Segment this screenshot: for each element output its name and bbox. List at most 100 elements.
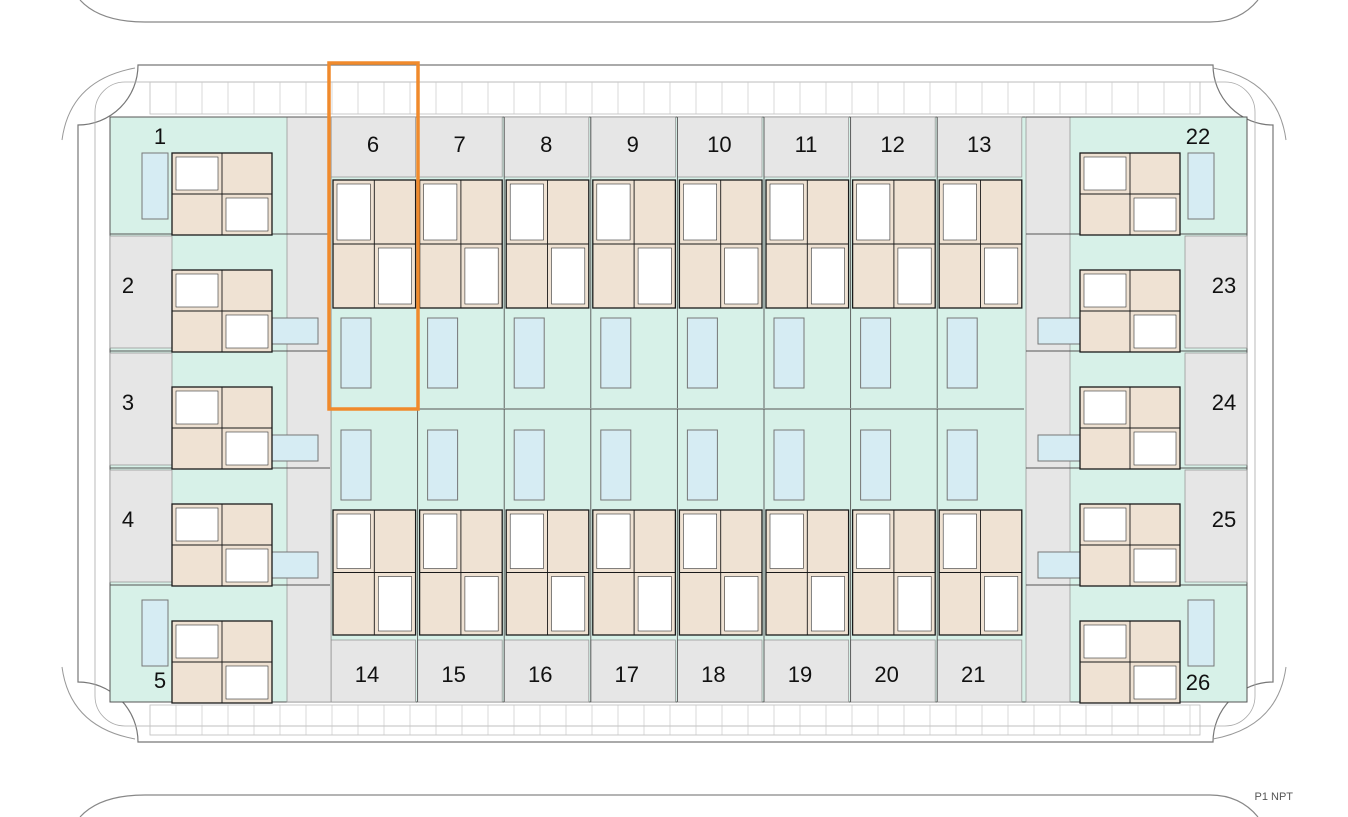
unit-label-6: 6 — [367, 132, 379, 157]
side-patio — [1184, 235, 1248, 349]
house-unit-15[interactable] — [418, 509, 503, 636]
house-unit-3[interactable] — [171, 386, 273, 470]
unit-label-8: 8 — [540, 132, 552, 157]
house-unit-6[interactable] — [332, 179, 417, 309]
unit-label-1: 1 — [154, 124, 166, 149]
pool — [427, 429, 459, 501]
pool — [946, 429, 978, 501]
unit-label-12: 12 — [880, 132, 904, 157]
pool — [340, 317, 372, 389]
front-patio — [417, 116, 503, 178]
pool — [860, 317, 892, 389]
house-unit-14[interactable] — [332, 509, 417, 636]
front-patio — [590, 639, 676, 703]
unit-label-19: 19 — [788, 662, 812, 687]
unit-label-17: 17 — [615, 662, 639, 687]
front-patio — [936, 116, 1023, 178]
unit-label-4: 4 — [122, 507, 134, 532]
house-unit-1[interactable] — [171, 152, 273, 236]
house-unit-12[interactable] — [851, 179, 936, 309]
house-unit-21[interactable] — [938, 509, 1023, 636]
side-patio — [109, 235, 173, 349]
front-patio — [936, 639, 1023, 703]
unit-label-22: 22 — [1186, 124, 1210, 149]
house-unit-10[interactable] — [678, 179, 763, 309]
house-unit-16[interactable] — [505, 509, 590, 636]
pool — [600, 429, 632, 501]
house-unit-5[interactable] — [171, 620, 273, 704]
highlight-frame-unit-6[interactable] — [327, 61, 420, 411]
front-patio — [417, 639, 503, 703]
side-patio — [109, 352, 173, 466]
pool — [269, 551, 319, 579]
unit-label-26: 26 — [1186, 670, 1210, 695]
unit-label-14: 14 — [355, 662, 379, 687]
house-unit-8[interactable] — [505, 179, 590, 309]
unit-label-15: 15 — [441, 662, 465, 687]
side-patio — [109, 469, 173, 583]
house-unit-20[interactable] — [851, 509, 936, 636]
unit-label-25: 25 — [1212, 507, 1236, 532]
unit-label-20: 20 — [874, 662, 898, 687]
front-patio — [330, 639, 416, 703]
pool — [340, 429, 372, 501]
house-unit-11[interactable] — [765, 179, 850, 309]
unit-label-10: 10 — [707, 132, 731, 157]
pool — [686, 317, 718, 389]
pool — [513, 317, 545, 389]
unit-label-3: 3 — [122, 390, 134, 415]
side-patio — [1184, 469, 1248, 583]
pool — [141, 599, 169, 667]
pool — [1037, 317, 1087, 345]
front-patio — [677, 639, 763, 703]
pool — [141, 152, 169, 220]
unit-label-7: 7 — [453, 132, 465, 157]
front-patio — [850, 116, 936, 178]
house-unit-9[interactable] — [592, 179, 677, 309]
pool — [427, 317, 459, 389]
unit-label-9: 9 — [627, 132, 639, 157]
house-unit-17[interactable] — [592, 509, 677, 636]
house-unit-7[interactable] — [418, 179, 503, 309]
pool — [1187, 152, 1215, 220]
unit-label-18: 18 — [701, 662, 725, 687]
pool — [946, 317, 978, 389]
pool — [860, 429, 892, 501]
sheet-tag: P1 NPT — [1254, 791, 1293, 803]
pool — [513, 429, 545, 501]
front-patio — [503, 639, 590, 703]
house-unit-18[interactable] — [678, 509, 763, 636]
unit-label-5: 5 — [154, 668, 166, 693]
road-curb-bottom — [79, 794, 1259, 817]
house-unit-25[interactable] — [1079, 503, 1181, 587]
pool — [269, 317, 319, 345]
pool — [1037, 434, 1087, 462]
walkway-right — [1025, 116, 1071, 703]
front-patio — [763, 116, 849, 178]
unit-label-24: 24 — [1212, 390, 1236, 415]
pool — [600, 317, 632, 389]
house-unit-22[interactable] — [1079, 152, 1181, 236]
pool — [1187, 599, 1215, 667]
walkway-left — [286, 116, 332, 703]
house-unit-26[interactable] — [1079, 620, 1181, 704]
house-unit-13[interactable] — [938, 179, 1023, 309]
unit-label-11: 11 — [795, 132, 818, 157]
unit-label-2: 2 — [122, 273, 134, 298]
road-curb-top — [79, 0, 1259, 23]
house-unit-19[interactable] — [765, 509, 850, 636]
front-patio — [503, 116, 590, 178]
unit-label-21: 21 — [961, 662, 985, 687]
house-unit-2[interactable] — [171, 269, 273, 353]
unit-label-23: 23 — [1212, 273, 1236, 298]
pool — [686, 429, 718, 501]
house-unit-23[interactable] — [1079, 269, 1181, 353]
pool — [773, 317, 805, 389]
pool — [269, 434, 319, 462]
house-unit-24[interactable] — [1079, 386, 1181, 470]
pool — [1037, 551, 1087, 579]
pool — [773, 429, 805, 501]
side-patio — [1184, 352, 1248, 466]
unit-label-16: 16 — [528, 662, 552, 687]
house-unit-4[interactable] — [171, 503, 273, 587]
